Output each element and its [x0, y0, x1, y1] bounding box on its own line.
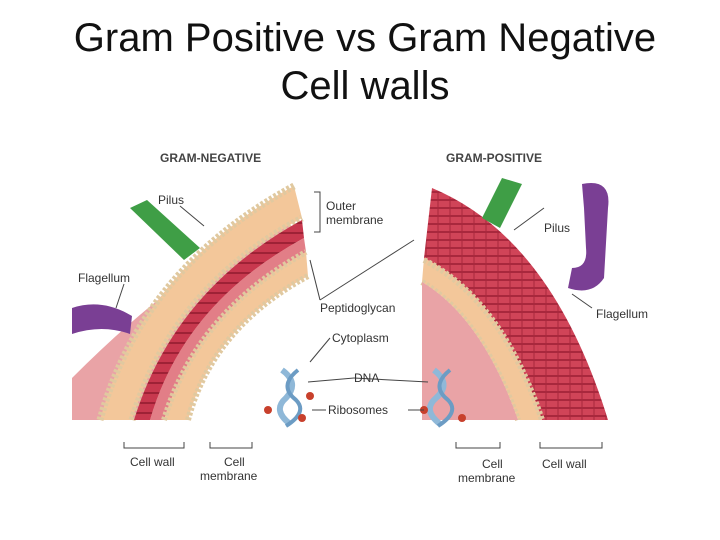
- gram-positive-dna: [427, 367, 455, 428]
- label-cell-membrane-right-2: membrane: [458, 471, 516, 485]
- gram-positive-cell-membrane: [422, 258, 542, 420]
- cell-membrane-heads-top: [161, 249, 308, 421]
- diagram-svg: GRAM-NEGATIVE GRAM-POSITIVE Pilus Flagel…: [72, 151, 648, 485]
- gram-negative-periplasm: [150, 238, 306, 420]
- label-cell-membrane-left-2: membrane: [200, 469, 258, 483]
- gram-negative-heading: GRAM-NEGATIVE: [160, 151, 261, 165]
- label-dna: DNA: [354, 371, 379, 385]
- gram-negative-cell: [72, 182, 314, 428]
- gp-membrane-heads-outer: [422, 257, 545, 421]
- leader-lines: [115, 191, 603, 449]
- gram-positive-peptidoglycan: [424, 188, 608, 420]
- gram-negative-peptidoglycan: [134, 220, 304, 420]
- label-cell-membrane-left-1: Cell: [224, 455, 245, 469]
- label-cell-wall-left: Cell wall: [130, 455, 175, 469]
- gram-negative-pilus: [130, 200, 200, 260]
- gram-positive-flagellum: [568, 183, 609, 291]
- label-ribosomes: Ribosomes: [328, 403, 388, 417]
- label-pilus-right: Pilus: [544, 221, 570, 235]
- label-cytoplasm: Cytoplasm: [332, 331, 389, 345]
- ribosome-dot: [306, 392, 314, 400]
- gram-negative-outer-membrane: [100, 186, 302, 420]
- gram-positive-pilus: [482, 178, 522, 228]
- label-pilus-left: Pilus: [158, 193, 184, 207]
- gram-positive-cell: [420, 178, 609, 428]
- outer-membrane-heads-top: [96, 182, 296, 421]
- title-line-2: Cell walls: [280, 64, 450, 108]
- gram-positive-heading: GRAM-POSITIVE: [446, 151, 542, 165]
- cell-wall-diagram: GRAM-NEGATIVE GRAM-POSITIVE Pilus Flagel…: [72, 148, 666, 488]
- gram-negative-flagellum: [72, 304, 132, 334]
- gram-negative-cell-membrane: [164, 252, 308, 420]
- title-line-1: Gram Positive vs Gram Negative: [73, 16, 657, 60]
- label-flagellum-right: Flagellum: [596, 307, 648, 321]
- ribosome-dot: [458, 414, 466, 422]
- label-outer-membrane-2: membrane: [326, 213, 384, 227]
- ribosome-dot: [264, 406, 272, 414]
- cell-membrane-heads-bottom: [185, 273, 310, 421]
- label-peptidoglycan: Peptidoglycan: [320, 301, 395, 315]
- slide-title: Gram Positive vs Gram Negative Cell wall…: [0, 14, 720, 110]
- label-outer-membrane-1: Outer: [326, 199, 356, 213]
- label-flagellum-left: Flagellum: [78, 271, 130, 285]
- label-cell-membrane-right-1: Cell: [482, 457, 503, 471]
- label-cell-wall-right: Cell wall: [542, 457, 587, 471]
- ribosome-dot: [298, 414, 306, 422]
- gram-negative-dna: [277, 367, 303, 428]
